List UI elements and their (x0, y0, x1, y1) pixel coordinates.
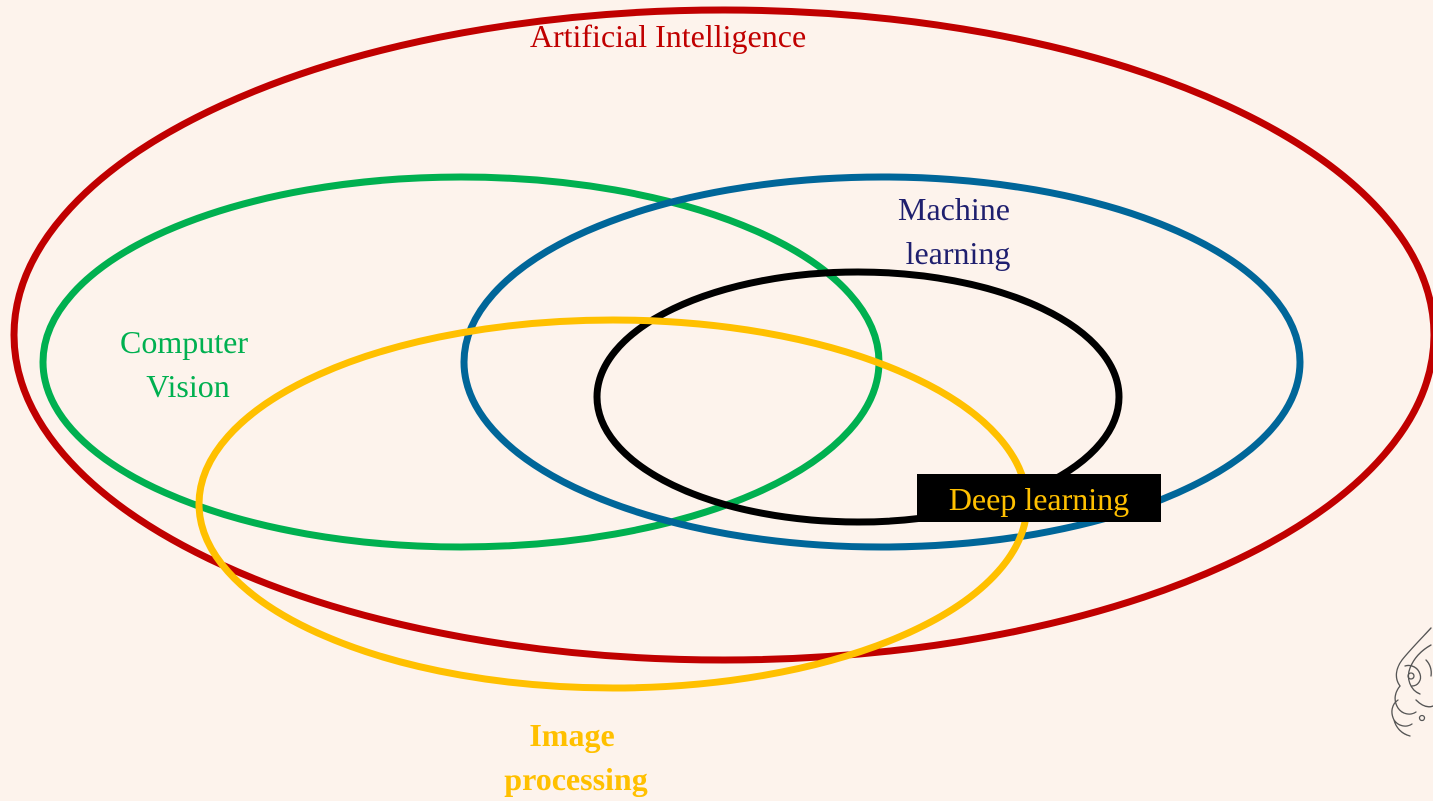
dl-label-background (917, 474, 1161, 522)
cv-label: Computer Vision (120, 324, 256, 404)
cv-label-line-2: Vision (146, 368, 229, 404)
ml-label: Machine learning (898, 191, 1018, 271)
cv-label-line-1: Computer (120, 324, 248, 360)
ml-ellipse (460, 173, 1304, 551)
dl-label: Deep learning (949, 481, 1129, 517)
ml-label-line-1: Machine (898, 191, 1010, 227)
ai-label-line: Artificial Intelligence (530, 18, 806, 54)
ip-label-line-2: processing (504, 761, 647, 797)
dl-ellipse (593, 268, 1123, 526)
ai-ellipse (10, 6, 1433, 664)
ip-label-line-1: Image (529, 717, 614, 753)
ornament-icon (1391, 627, 1433, 737)
ai-label: Artificial Intelligence (530, 18, 806, 54)
ip-label: Image processing (504, 717, 647, 797)
ml-label-line-2: learning (906, 235, 1011, 271)
dl-label-line: Deep learning (949, 481, 1129, 517)
